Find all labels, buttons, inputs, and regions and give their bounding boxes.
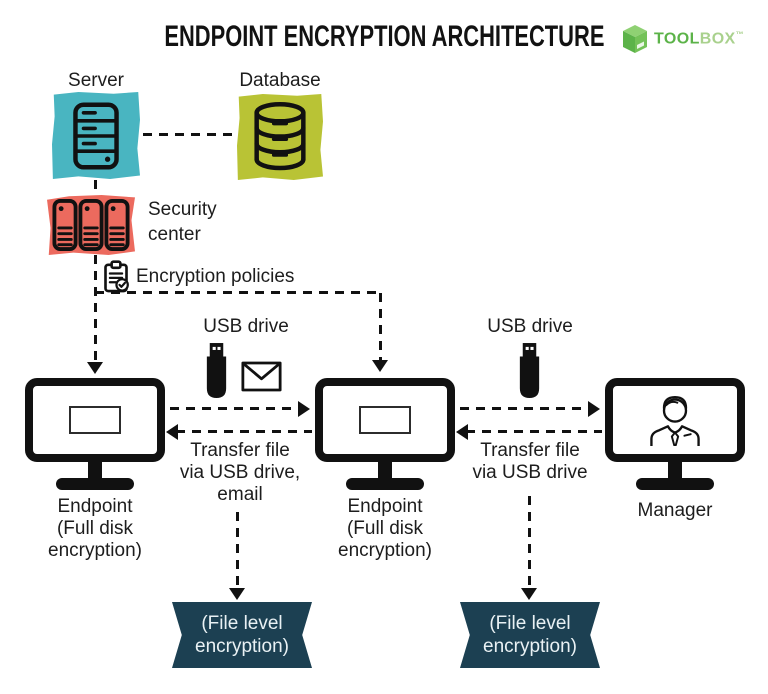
security-center-label: Security center xyxy=(148,199,217,245)
connector-transfer-left-banner xyxy=(236,512,239,590)
connector-e2-e1-left xyxy=(176,430,312,433)
security-center-node xyxy=(47,195,135,255)
arrowhead-e2-to-e1 xyxy=(166,424,178,440)
endpoint1-base xyxy=(56,478,134,490)
endpoint1-stand xyxy=(88,460,102,482)
connector-server-database xyxy=(143,133,235,136)
arrowhead-e2-to-mgr xyxy=(588,401,600,417)
database-label: Database xyxy=(239,70,321,91)
endpoint1-label: Endpoint (Full disk encryption) xyxy=(48,496,142,561)
server-node xyxy=(52,92,140,179)
endpoint2-monitor xyxy=(315,378,455,490)
encryption-policies-label: Encryption policies xyxy=(136,266,295,287)
connector-mgr-e2-left xyxy=(466,430,602,433)
connector-server-security xyxy=(94,180,97,196)
toolbox-logo-text: TOOLBOX™ xyxy=(654,30,744,48)
manager-stand xyxy=(668,460,682,482)
arrowhead-endpoint1 xyxy=(87,362,103,374)
connector-transfer-right-banner xyxy=(528,496,531,590)
endpoint1-screen xyxy=(25,378,165,462)
endpoint2-base xyxy=(346,478,424,490)
logo-text-light: BOX xyxy=(699,30,736,48)
usb-drive-left-label: USB drive xyxy=(203,316,289,337)
transfer-left-label: Transfer file via USB drive, email xyxy=(179,440,301,505)
endpoint2-label: Endpoint (Full disk encryption) xyxy=(338,496,432,561)
endpoint2-screen xyxy=(315,378,455,462)
usb-drive-left-icon xyxy=(206,343,227,398)
connector-policies-endpoint2 xyxy=(379,293,382,360)
manager-base xyxy=(636,478,714,490)
email-icon xyxy=(241,361,282,392)
logo-trademark: ™ xyxy=(735,29,745,39)
logo-text-bold: TOOL xyxy=(654,30,700,48)
endpoint2-stand xyxy=(378,460,392,482)
toolbox-logo: TOOLBOX™ xyxy=(622,24,744,54)
database-icon xyxy=(254,102,306,171)
endpoint2-window-icon xyxy=(359,406,411,434)
endpoint1-monitor xyxy=(25,378,165,490)
arrowhead-banner-right xyxy=(521,588,537,600)
transfer-right-label: Transfer file via USB drive xyxy=(472,440,588,483)
security-center-icon xyxy=(52,199,130,251)
manager-monitor xyxy=(605,378,745,490)
connector-security-endpoint1 xyxy=(94,255,97,362)
file-level-encryption-banner-right: (File level encryption) xyxy=(460,602,600,668)
file-level-encryption-banner-left: (File level encryption) xyxy=(172,602,312,668)
encryption-policies-icon xyxy=(104,260,129,293)
server-icon xyxy=(73,102,119,169)
connector-e2-mgr-right xyxy=(460,407,592,410)
arrowhead-mgr-to-e2 xyxy=(456,424,468,440)
arrowhead-e1-to-e2 xyxy=(298,401,310,417)
usb-drive-right-label: USB drive xyxy=(487,316,573,337)
arrowhead-endpoint2 xyxy=(372,360,388,372)
manager-label: Manager xyxy=(637,500,713,521)
manager-screen xyxy=(605,378,745,462)
arrowhead-banner-left xyxy=(229,588,245,600)
manager-person-icon xyxy=(650,396,700,446)
connector-policies-horizontal xyxy=(95,291,381,294)
server-label: Server xyxy=(68,70,124,91)
endpoint1-window-icon xyxy=(69,406,121,434)
connector-e1-e2-right xyxy=(170,407,302,410)
toolbox-cube-icon xyxy=(623,25,647,53)
page-title: ENDPOINT ENCRYPTION ARCHITECTURE xyxy=(163,20,605,53)
database-node xyxy=(237,94,323,180)
usb-drive-right-icon xyxy=(519,343,540,398)
